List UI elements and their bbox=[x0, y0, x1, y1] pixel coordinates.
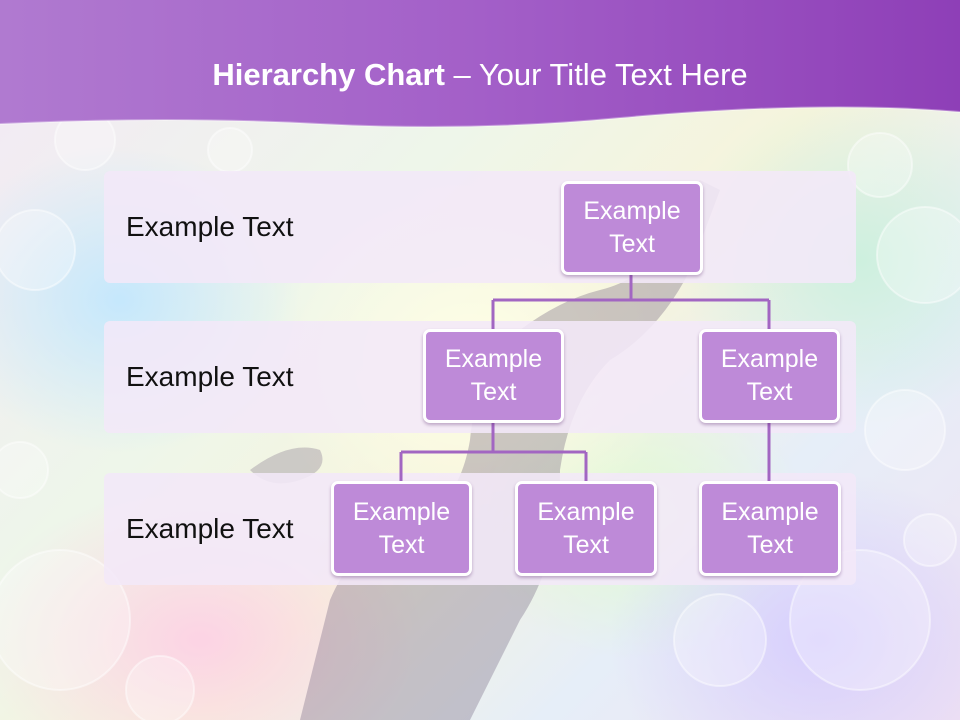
node-level2-right[interactable]: Example Text bbox=[699, 329, 840, 423]
node-level2-left[interactable]: Example Text bbox=[423, 329, 564, 423]
level-3-label: Example Text bbox=[126, 513, 294, 544]
title-subtitle-part: – Your Title Text Here bbox=[444, 57, 748, 92]
connector-midleft-to-leaves bbox=[399, 422, 588, 481]
connector-root-to-mid bbox=[491, 274, 771, 329]
level-1-label: Example Text bbox=[126, 211, 294, 242]
title-bold-part: Hierarchy Chart bbox=[212, 57, 445, 92]
node-level3-3[interactable]: Example Text bbox=[699, 481, 841, 576]
level-band-1: Example Text bbox=[104, 171, 856, 283]
page-title: Hierarchy Chart – Your Title Text Here bbox=[0, 52, 960, 98]
level-2-label: Example Text bbox=[126, 361, 294, 392]
header-band bbox=[0, 0, 960, 128]
node-level3-1[interactable]: Example Text bbox=[331, 481, 472, 576]
node-root[interactable]: Example Text bbox=[561, 181, 703, 275]
node-level3-2[interactable]: Example Text bbox=[515, 481, 657, 576]
